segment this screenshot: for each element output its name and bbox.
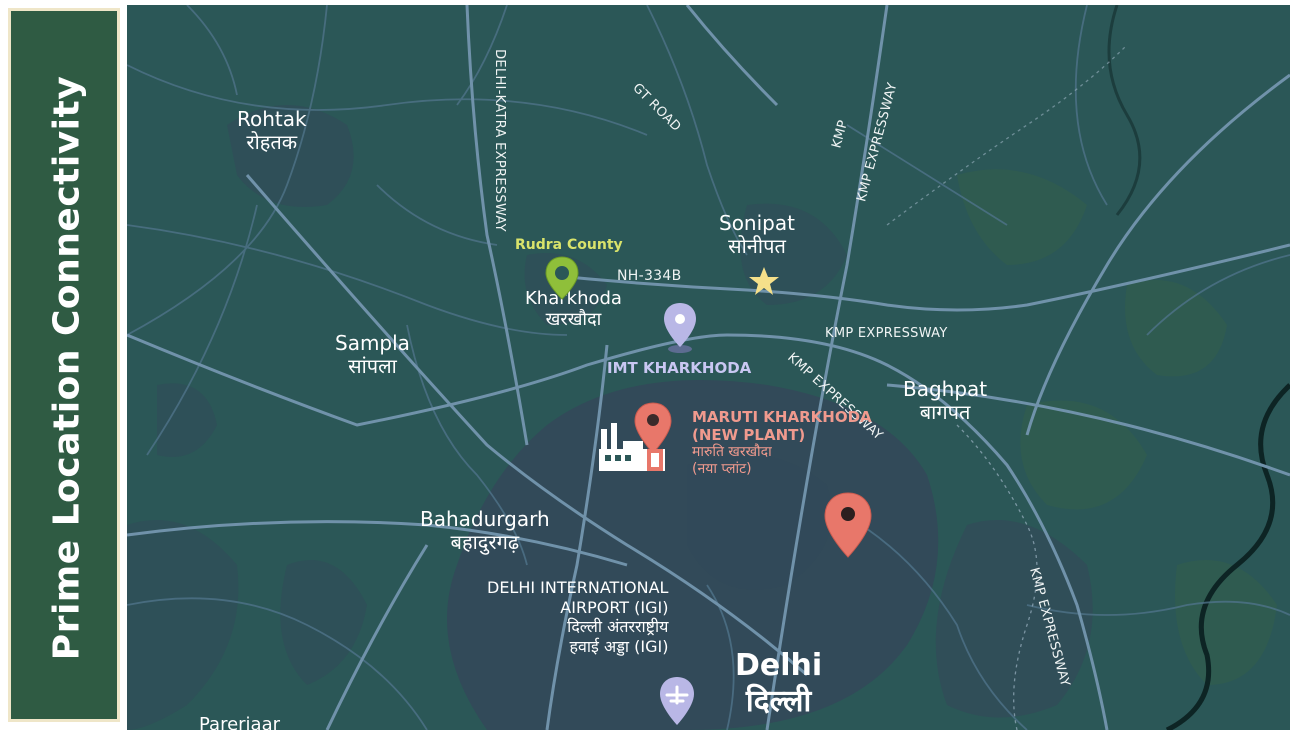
road-label-kmp-east: KMP EXPRESSWAY bbox=[825, 326, 948, 341]
maruti-label-line1: MARUTI KHARKHODA bbox=[692, 408, 872, 426]
airport-label: DELHI INTERNATIONAL AIRPORT (IGI) दिल्ली… bbox=[487, 578, 668, 656]
airport-label-line2: AIRPORT (IGI) bbox=[560, 597, 669, 617]
city-bahadurgarh-name: Bahadurgarh bbox=[420, 507, 550, 531]
map-base-layer bbox=[127, 5, 1290, 730]
sidebar-panel: Prime Location Connectivity bbox=[8, 8, 120, 722]
map-pin-green-icon[interactable] bbox=[543, 255, 581, 301]
road-label-nh-334b: NH-334B bbox=[617, 268, 682, 284]
factory-icon bbox=[599, 423, 665, 471]
city-kharkhoda-hindi: खरखौदा bbox=[545, 308, 602, 330]
rudra-county-label: Rudra County bbox=[515, 237, 623, 253]
airplane-icon[interactable] bbox=[657, 675, 697, 727]
maruti-label-hindi1: मारुति खरखौदा bbox=[692, 444, 772, 460]
road-label-delhi-katra: DELHI-KATRA EXPRESSWAY bbox=[491, 49, 507, 232]
city-bahadurgarh: Bahadurgarh बहादुरगढ़ bbox=[420, 508, 550, 554]
sidebar-title: Prime Location Connectivity bbox=[46, 75, 88, 661]
urban-areas bbox=[127, 105, 1093, 730]
city-sampla-hindi: सांपला bbox=[348, 354, 397, 378]
city-rohtak-hindi: रोहतक bbox=[246, 130, 298, 154]
city-sonipat: Sonipat सोनीपत bbox=[719, 212, 795, 258]
maruti-label: MARUTI KHARKHODA (NEW PLANT) मारुति खरखौ… bbox=[692, 408, 872, 478]
maruti-label-line2: (NEW PLANT) bbox=[692, 426, 806, 444]
city-delhi: Delhi दिल्ली bbox=[735, 648, 822, 720]
city-sonipat-hindi: सोनीपत bbox=[728, 234, 786, 258]
city-kharkhoda: Kharkhoda खरखौदा bbox=[525, 288, 622, 330]
airport-label-hindi1: दिल्ली अंतरराष्ट्रीय bbox=[567, 617, 669, 637]
city-sampla: Sampla सांपला bbox=[335, 332, 410, 378]
airport-label-hindi2: हवाई अड्डा (IGI) bbox=[569, 636, 669, 656]
map-canvas[interactable]: Rohtak रोहतक Sonipat सोनीपत Kharkhoda खर… bbox=[127, 5, 1290, 730]
river bbox=[1165, 383, 1290, 730]
city-rohtak-name: Rohtak bbox=[237, 107, 307, 131]
maruti-label-hindi2: (नया प्लांट) bbox=[692, 460, 752, 477]
city-delhi-name: Delhi bbox=[735, 648, 823, 683]
major-roads bbox=[127, 5, 1290, 730]
city-baghpat-name: Baghpat bbox=[903, 377, 988, 401]
star-icon bbox=[749, 267, 779, 295]
green-areas bbox=[957, 169, 1277, 685]
city-baghpat-hindi: बागपत bbox=[919, 400, 971, 424]
airport-label-line1: DELHI INTERNATIONAL bbox=[487, 578, 669, 597]
map-pin-red-icon[interactable] bbox=[821, 491, 875, 561]
city-bahadurgarh-hindi: बहादुरगढ़ bbox=[450, 530, 520, 554]
city-rohtak: Rohtak रोहतक bbox=[237, 108, 307, 154]
city-kharkhoda-name: Kharkhoda bbox=[525, 288, 622, 309]
city-sonipat-name: Sonipat bbox=[719, 211, 795, 235]
city-sampla-name: Sampla bbox=[335, 331, 410, 355]
city-baghpat: Baghpat बागपत bbox=[903, 378, 987, 424]
imt-kharkhoda-label: IMT KHARKHODA bbox=[607, 359, 752, 377]
city-bawana-name: Pareriaar bbox=[199, 714, 281, 730]
city-bawana: Pareriaar bbox=[199, 714, 281, 730]
state-boundary bbox=[956, 424, 1038, 730]
map-pin-lavender-icon[interactable] bbox=[660, 301, 700, 355]
city-delhi-hindi: दिल्ली bbox=[745, 684, 812, 719]
